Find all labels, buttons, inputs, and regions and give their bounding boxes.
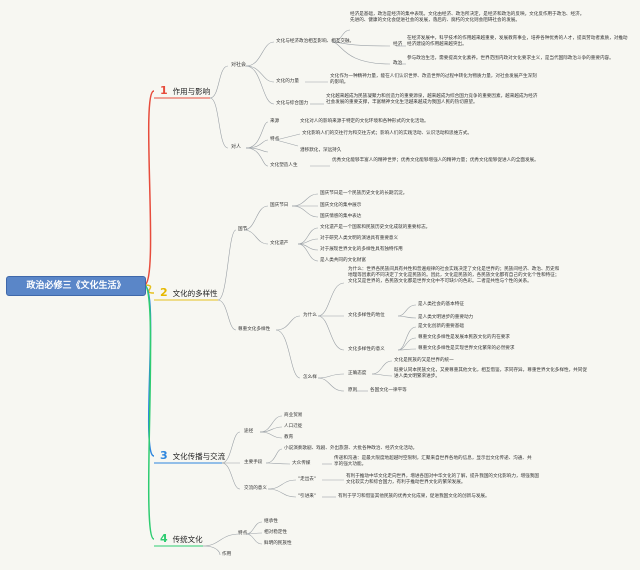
jieri-item-1: 国庆节日是一个民族历史文化的长期沉淀。	[320, 191, 408, 196]
correct-item-2: 既要认同本民族文化，又要尊重其他文化，相互借鉴，求同存异，尊重世界文化多样性，共…	[394, 368, 587, 379]
node-sec4-te-dian[interactable]: 特点	[238, 531, 248, 536]
section-3-number: 3	[160, 449, 168, 462]
node-bring-in[interactable]: "引进来"	[298, 494, 317, 499]
node-how[interactable]: 怎么样	[303, 375, 317, 380]
heritage-item-2: 对于研究人类文明的演进具有重要意义	[320, 236, 399, 241]
node-bring-in-desc: 有利于学习和借鉴其他民族的优秀文化成果，促进我国文化的创新与发展。	[338, 494, 490, 499]
root-node[interactable]: 政治必修三《文化生活》	[6, 276, 146, 296]
section-4-node[interactable]: 4 传统文化	[160, 532, 203, 546]
node-zhengzhi[interactable]: 政治	[393, 61, 403, 66]
node-jingji-desc: 在经济发展中，科学技术的作用越来越重要，发展教育事业，培养各种优秀的人才，提高劳…	[407, 36, 628, 47]
node-means[interactable]: 主要手段	[244, 460, 263, 465]
node-correct[interactable]: 正确态度	[348, 371, 367, 376]
sec4-item-1: 继承性	[264, 519, 278, 524]
node-te-dian-desc1: 文化影响人们的交往行为和交往方式；影响人们的实践活动、认识活动和思维方式。	[302, 131, 472, 136]
node-power[interactable]: 文化的力量	[276, 79, 299, 84]
meaning-item-3: 尊重文化多样性是实现世界文化繁荣的必然要求	[418, 346, 515, 351]
node-jingji[interactable]: 经济	[393, 42, 403, 47]
node-means-desc: 小说演奏歌剧、戏剧、外出旅游、大批各种政治、经济文化活动。	[284, 446, 418, 451]
heritage-item-4: 是人类共同的文化财富	[320, 258, 366, 263]
section-1-title: 作用与影响	[172, 87, 211, 96]
correct-item-1: 文化是民族的又是世界的统一	[394, 358, 454, 363]
node-channels[interactable]: 途径	[244, 429, 254, 434]
node-status[interactable]: 文化多样性的地位	[348, 313, 385, 318]
node-zunzhong[interactable]: 尊重文化多样性	[238, 327, 271, 332]
node-why[interactable]: 为什么	[303, 313, 317, 318]
node-sec4-zuoyong[interactable]: 作用	[222, 552, 232, 557]
node-national[interactable]: 文化与综合国力	[276, 101, 309, 106]
node-national-desc: 文化越来越成为民族凝聚力和创造力的重要源泉，越来越成为综合国力竞争的重要因素，越…	[326, 94, 538, 105]
node-source-desc: 文化对人的影响来源于特定的文化环境和各种形式的文化活动。	[300, 119, 429, 124]
node-zhengzhi-desc: 参与政治生活，需要提高文化素养。世界范围内政对文化要求主义，是当代国际政治斗争的…	[407, 56, 614, 61]
meaning-item-1: 是文化创新的重要基础	[418, 324, 464, 329]
section-2-number: 2	[160, 286, 168, 299]
section-1-number: 1	[160, 84, 168, 97]
node-econ-desc: 经济是基础，政治是经济的集中表现。文化由经济、政治所决定，是经济和政治的反映。文…	[350, 12, 585, 23]
node-mass-media-desc: 传递和沟通：是最大限度地超越时空限制，汇聚来自世界各地的信息，显示出文化传递、沟…	[334, 456, 532, 467]
channel-item-2: 人口迁徙	[284, 424, 303, 429]
node-go-out-desc: 有利于推动中华文化走向世界，增进各国对中华文化的了解，提升我国的文化影响力，增强…	[346, 474, 539, 485]
channel-item-1: 商业贸易	[284, 413, 303, 418]
section-4-title: 传统文化	[172, 535, 203, 544]
node-econ-politics[interactable]: 文化与经济政治相互影响、相互交融。	[276, 39, 355, 44]
status-item-2: 是人类文明进步的重要动力	[418, 315, 474, 320]
node-principle-desc: 各国文化一律平等	[370, 388, 407, 393]
section-3-title: 文化传播与交流	[172, 452, 226, 461]
node-exchange[interactable]: 交流的意义	[244, 486, 267, 491]
node-te-dian[interactable]: 特点	[270, 137, 280, 142]
node-meaning[interactable]: 文化多样性的意义	[348, 347, 385, 352]
node-why-desc: 为什么：世界各民族间具有共性和普遍规律的社会实践决定了文化是世界的；民族间经济、…	[348, 267, 560, 284]
node-dui-she-hui[interactable]: 对社会	[231, 62, 247, 68]
node-heritage[interactable]: 文化遗产	[270, 241, 289, 246]
status-item-1: 是人类社会的基本特征	[418, 302, 464, 307]
node-go-out[interactable]: "走出去"	[298, 477, 317, 482]
node-dui-ren[interactable]: 对人	[231, 144, 242, 150]
heritage-item-1: 文化遗产是一个国家和民族历史文化成就的重要标志。	[320, 225, 431, 230]
section-1-node[interactable]: 1 作用与影响	[160, 84, 210, 98]
sec4-item-2: 相对稳定性	[264, 530, 287, 535]
section-3-node[interactable]: 3 文化传播与交流	[160, 449, 225, 463]
node-te-dian-desc2: 潜移默化，深远持久	[300, 148, 342, 153]
jieri-item-3: 国庆情感的集中表达	[320, 214, 362, 219]
node-jieri[interactable]: 国庆节日	[270, 203, 289, 208]
node-shape-desc: 优秀文化能够丰富人的精神世界；优秀文化能够增强人的精神力量；优秀文化能够促进人的…	[332, 158, 539, 163]
node-shape[interactable]: 文化塑造人生	[270, 163, 298, 168]
node-power-desc: 文化作为一种精神力量，能在人们认识世界、改造世界的过程中转化为物质力量，对社会发…	[330, 74, 537, 85]
node-source[interactable]: 来源	[270, 119, 280, 124]
node-mass-media[interactable]: 大众传媒	[292, 461, 311, 466]
heritage-item-3: 对于展现世界文化的多样性具有独特作用	[320, 247, 403, 252]
section-2-node[interactable]: 2 文化的多样性	[160, 286, 218, 300]
sec4-item-3: 鲜明的民族性	[264, 541, 292, 546]
node-guo-jie[interactable]: 国节	[238, 227, 248, 232]
channel-item-3: 教育	[284, 435, 294, 440]
section-4-number: 4	[160, 532, 168, 545]
jieri-item-2: 国庆文化的集中展示	[320, 203, 362, 208]
section-2-title: 文化的多样性	[172, 289, 218, 298]
node-principle[interactable]: 原则	[348, 388, 358, 393]
meaning-item-2: 尊重文化多样性是发展本民族文化的内在要求	[418, 335, 510, 340]
